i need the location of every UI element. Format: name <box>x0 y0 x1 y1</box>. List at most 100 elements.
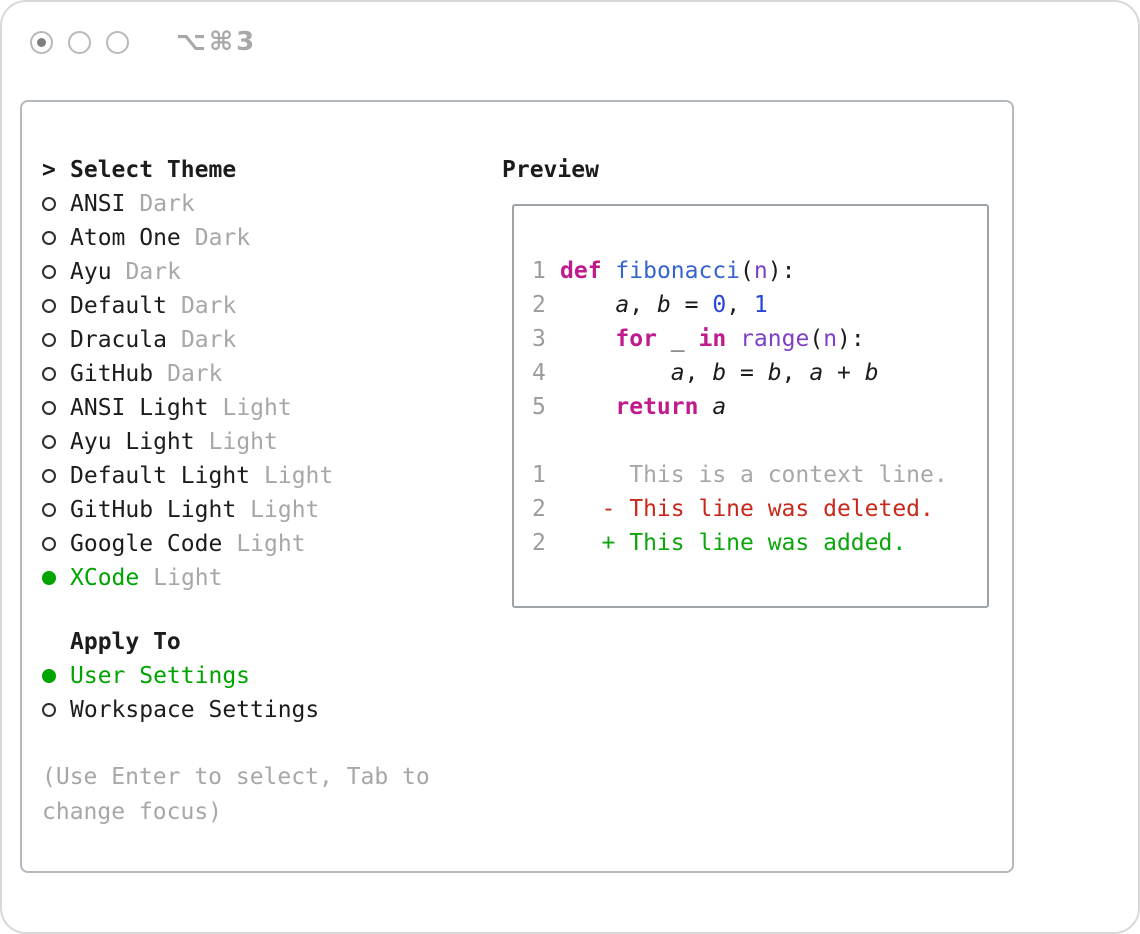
window-titlebar: ⌥⌘3 <box>30 27 257 57</box>
theme-variant-badge: Light <box>208 429 278 455</box>
traffic-light-icon[interactable] <box>106 30 129 54</box>
hint-text: (Use Enter to select, Tab to change focu… <box>42 764 430 825</box>
theme-option[interactable]: ANSI Dark <box>42 187 497 221</box>
code-line: 5 return a <box>532 390 987 424</box>
radio-icon <box>42 537 56 551</box>
radio-icon <box>42 367 56 381</box>
line-number: 2 <box>532 496 546 522</box>
radio-icon <box>42 435 56 449</box>
line-number: 2 <box>532 292 546 318</box>
code-text: def fibonacci(n): <box>560 258 796 284</box>
code-text: a, b = b, a + b <box>670 360 879 386</box>
code-line: 1 This is a context line. <box>532 458 987 492</box>
theme-list: ANSI Dark Atom One Dark <box>42 187 497 595</box>
theme-name: GitHub <box>70 361 154 387</box>
code-text: for _ in range(n): <box>615 326 865 352</box>
theme-variant-badge: Dark <box>139 191 195 217</box>
theme-list-column: > Select Theme ANSI Dark <box>42 153 497 830</box>
theme-option[interactable]: Dracula Dark <box>42 323 497 357</box>
line-number: 5 <box>532 394 546 420</box>
radio-icon <box>42 703 56 717</box>
theme-variant-badge: Light <box>153 565 223 591</box>
theme-option[interactable]: GitHub Dark <box>42 357 497 391</box>
radio-icon <box>42 333 56 347</box>
theme-name: Ayu <box>70 259 112 285</box>
apply-option[interactable]: Workspace Settings <box>42 693 497 727</box>
theme-option-marker <box>42 503 70 517</box>
theme-name: Default <box>70 293 167 319</box>
code-line: 2 + This line was added. <box>532 526 987 560</box>
apply-option-marker <box>42 703 70 717</box>
apply-option-marker <box>42 669 70 683</box>
code-text: return a <box>615 394 727 420</box>
theme-variant-badge: Light <box>264 463 334 489</box>
theme-variant-badge: Light <box>236 531 306 557</box>
theme-variant-badge: Dark <box>194 225 251 251</box>
line-number: 1 <box>532 462 546 488</box>
window-shortcut-label: ⌥⌘3 <box>176 27 258 57</box>
select-theme-header: > Select Theme <box>42 153 497 187</box>
theme-option-marker <box>42 537 70 551</box>
apply-option-name: User Settings <box>70 663 251 689</box>
code-line: 2 a, b = 0, 1 <box>532 288 987 322</box>
theme-option-marker <box>42 197 70 211</box>
theme-option[interactable]: Default Light Light <box>42 459 497 493</box>
line-number: 4 <box>532 360 546 386</box>
theme-name: ANSI <box>70 191 126 217</box>
theme-variant-badge: Dark <box>180 327 237 353</box>
radio-icon <box>42 469 56 483</box>
theme-name: Default Light <box>70 463 251 489</box>
radio-icon <box>42 503 56 517</box>
theme-variant-badge: Dark <box>167 361 223 387</box>
apply-to-title: Apply To <box>70 629 181 655</box>
traffic-light-icon[interactable] <box>68 30 91 54</box>
theme-option[interactable]: Google Code Light <box>42 527 497 561</box>
code-line: 1 def fibonacci(n): <box>532 254 987 288</box>
theme-option[interactable]: Ayu Light Light <box>42 425 497 459</box>
select-theme-title: Select Theme <box>70 157 237 183</box>
theme-option-marker <box>42 469 70 483</box>
radio-icon <box>42 265 56 279</box>
theme-option-marker <box>42 265 70 279</box>
radio-icon <box>42 299 56 313</box>
theme-option-marker <box>42 299 70 313</box>
theme-name: Atom One <box>70 225 181 251</box>
preview-header: Preview <box>502 153 1002 187</box>
code-text: - This line was deleted. <box>560 496 934 522</box>
theme-name: Ayu Light <box>70 429 195 455</box>
theme-option-marker <box>42 571 70 585</box>
theme-option-marker <box>42 401 70 415</box>
code-line: 3 for _ in range(n): <box>532 322 987 356</box>
theme-option[interactable]: Ayu Dark <box>42 255 497 289</box>
traffic-light-active-icon[interactable] <box>30 30 53 54</box>
line-number: 3 <box>532 326 546 352</box>
theme-option-marker <box>42 231 70 245</box>
theme-name: XCode <box>70 565 140 591</box>
theme-variant-badge: Light <box>250 497 320 523</box>
theme-name: Google Code <box>70 531 223 557</box>
theme-name: Dracula <box>70 327 167 353</box>
theme-option[interactable]: Atom One Dark <box>42 221 497 255</box>
radio-icon <box>42 571 56 585</box>
radio-icon <box>42 231 56 245</box>
code-text: + This line was added. <box>560 530 907 556</box>
preview-title: Preview <box>502 157 599 183</box>
code-line: 4 a, b = b, a + b <box>532 356 987 390</box>
theme-option[interactable]: XCode Light <box>42 561 497 595</box>
apply-to-section: Apply To User Settings <box>42 625 497 727</box>
apply-option-name: Workspace Settings <box>70 697 320 723</box>
line-number: 1 <box>532 258 546 284</box>
apply-option[interactable]: User Settings <box>42 659 497 693</box>
code-line: 2 - This line was deleted. <box>532 492 987 526</box>
apply-to-header: Apply To <box>42 625 497 659</box>
line-number: 2 <box>532 530 546 556</box>
theme-picker-panel: > Select Theme ANSI Dark <box>20 100 1014 873</box>
code-text: a, b = 0, 1 <box>615 292 768 318</box>
theme-option[interactable]: Default Dark <box>42 289 497 323</box>
selection-cursor-icon: > <box>42 157 56 183</box>
theme-option[interactable]: ANSI Light Light <box>42 391 497 425</box>
code-text: This is a context line. <box>560 462 948 488</box>
preview-box: 1 def fibonacci(n): 2 a, b = 0, 1 3 for _… <box>512 204 989 608</box>
theme-option[interactable]: GitHub Light Light <box>42 493 497 527</box>
